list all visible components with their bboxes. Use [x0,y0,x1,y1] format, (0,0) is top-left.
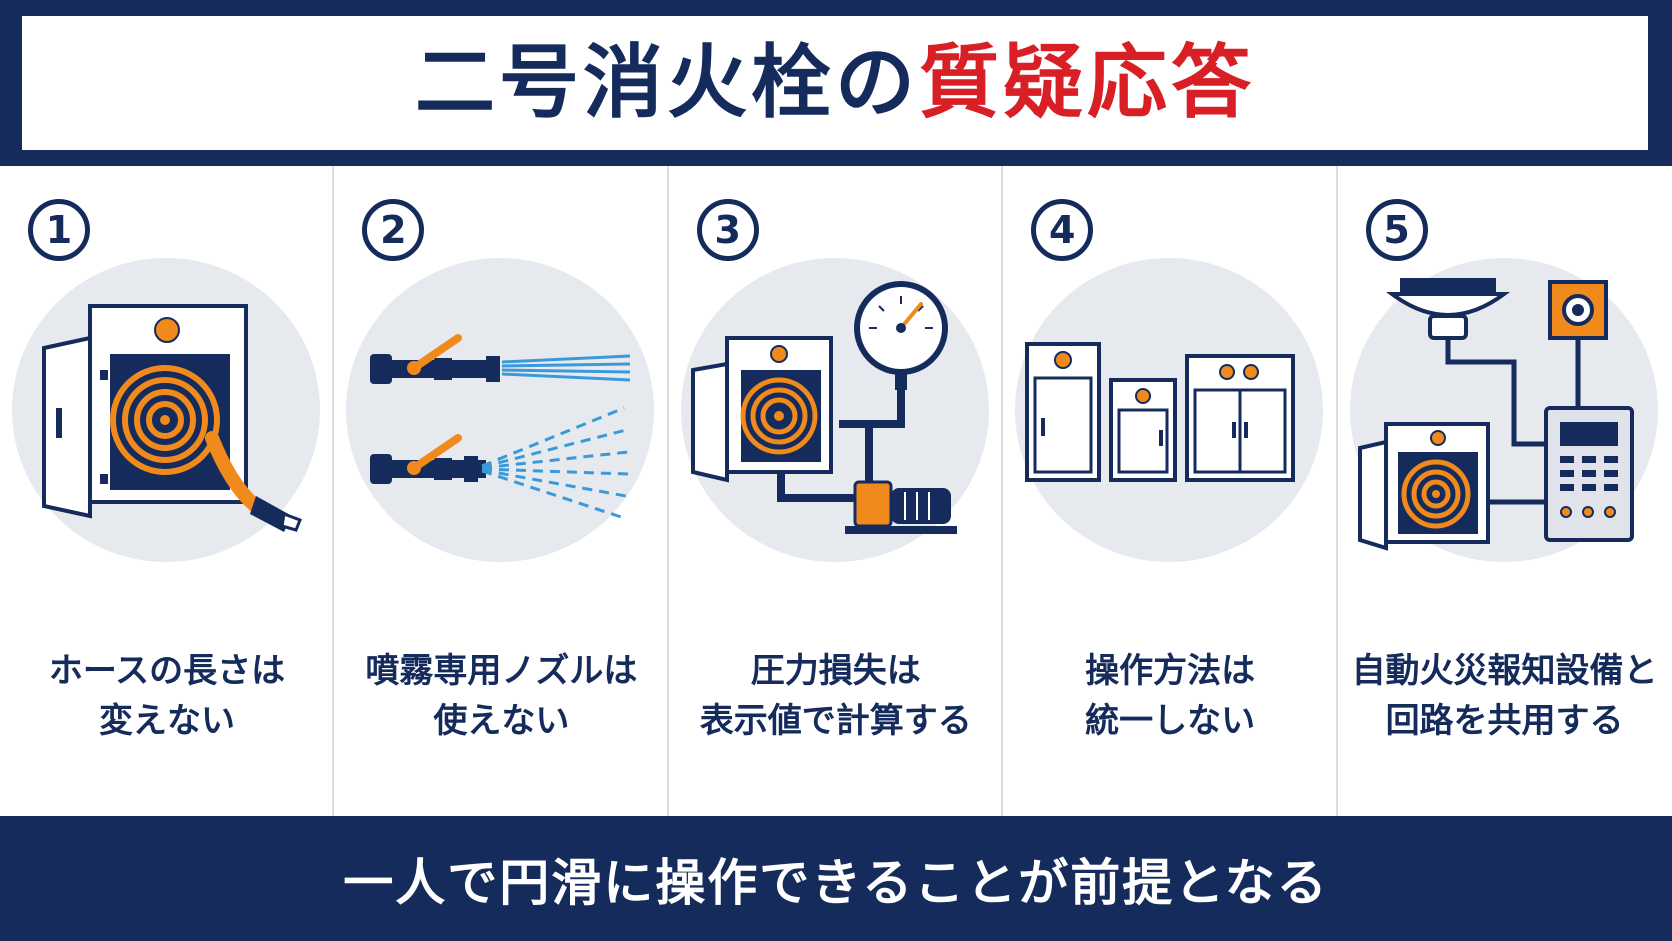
panel-1: 1 [0,166,335,816]
title-dark-part: 二号消火栓の [415,36,919,129]
caption-line-1: ホースの長さは [48,651,286,691]
panel-5: 5 [1338,166,1672,816]
header-band: 二号消火栓の質疑応答 [0,0,1672,166]
hose-cabinet-icon [42,304,302,532]
panel-number: 3 [696,199,759,261]
footer-band: 一人で円滑に操作できることが前提となる [0,816,1672,941]
fire-alarm-icon [1357,278,1634,551]
page-title: 二号消火栓の質疑応答 [415,43,1255,123]
caption-line-2: 使えない [433,701,570,741]
caption-line-1: 圧力損失は [750,651,921,691]
panel-2: 2 [334,166,669,816]
caption-line-1: 操作方法は [1085,651,1256,691]
panel-caption: ホースの長さは 変えない [0,646,334,746]
panel-caption: 噴霧専用ノズルは 使えない [334,646,668,746]
panel-number: 1 [28,199,90,261]
panels-row: 1 [0,166,1672,816]
caption-line-2: 統一しない [1085,701,1256,741]
panel-3: 3 [669,166,1004,816]
panel-number: 5 [1365,199,1428,261]
caption-line-1: 噴霧専用ノズルは [365,651,638,691]
pressure-pump-icon [690,281,957,534]
spray-nozzle-icon [370,334,631,520]
title-box: 二号消火栓の質疑応答 [22,16,1648,150]
caption-line-2: 回路を共用する [1385,701,1624,741]
panel-caption: 操作方法は 統一しない [1003,646,1337,746]
caption-line-1: 自動火災報知設備と [1351,651,1658,691]
caption-line-2: 表示値で計算する [699,701,972,741]
panel-caption: 自動火災報知設備と 回路を共用する [1338,646,1672,746]
cabinets-icon [1025,342,1296,482]
caption-line-2: 変えない [99,701,235,741]
panel-caption: 圧力損失は 表示値で計算する [669,646,1003,746]
title-red-part: 質疑応答 [919,36,1255,129]
panel-number: 2 [362,199,425,261]
panel-4: 4 [1003,166,1338,816]
panel-number: 4 [1031,199,1094,261]
footer-message: 一人で円滑に操作できることが前提となる [343,853,1329,912]
